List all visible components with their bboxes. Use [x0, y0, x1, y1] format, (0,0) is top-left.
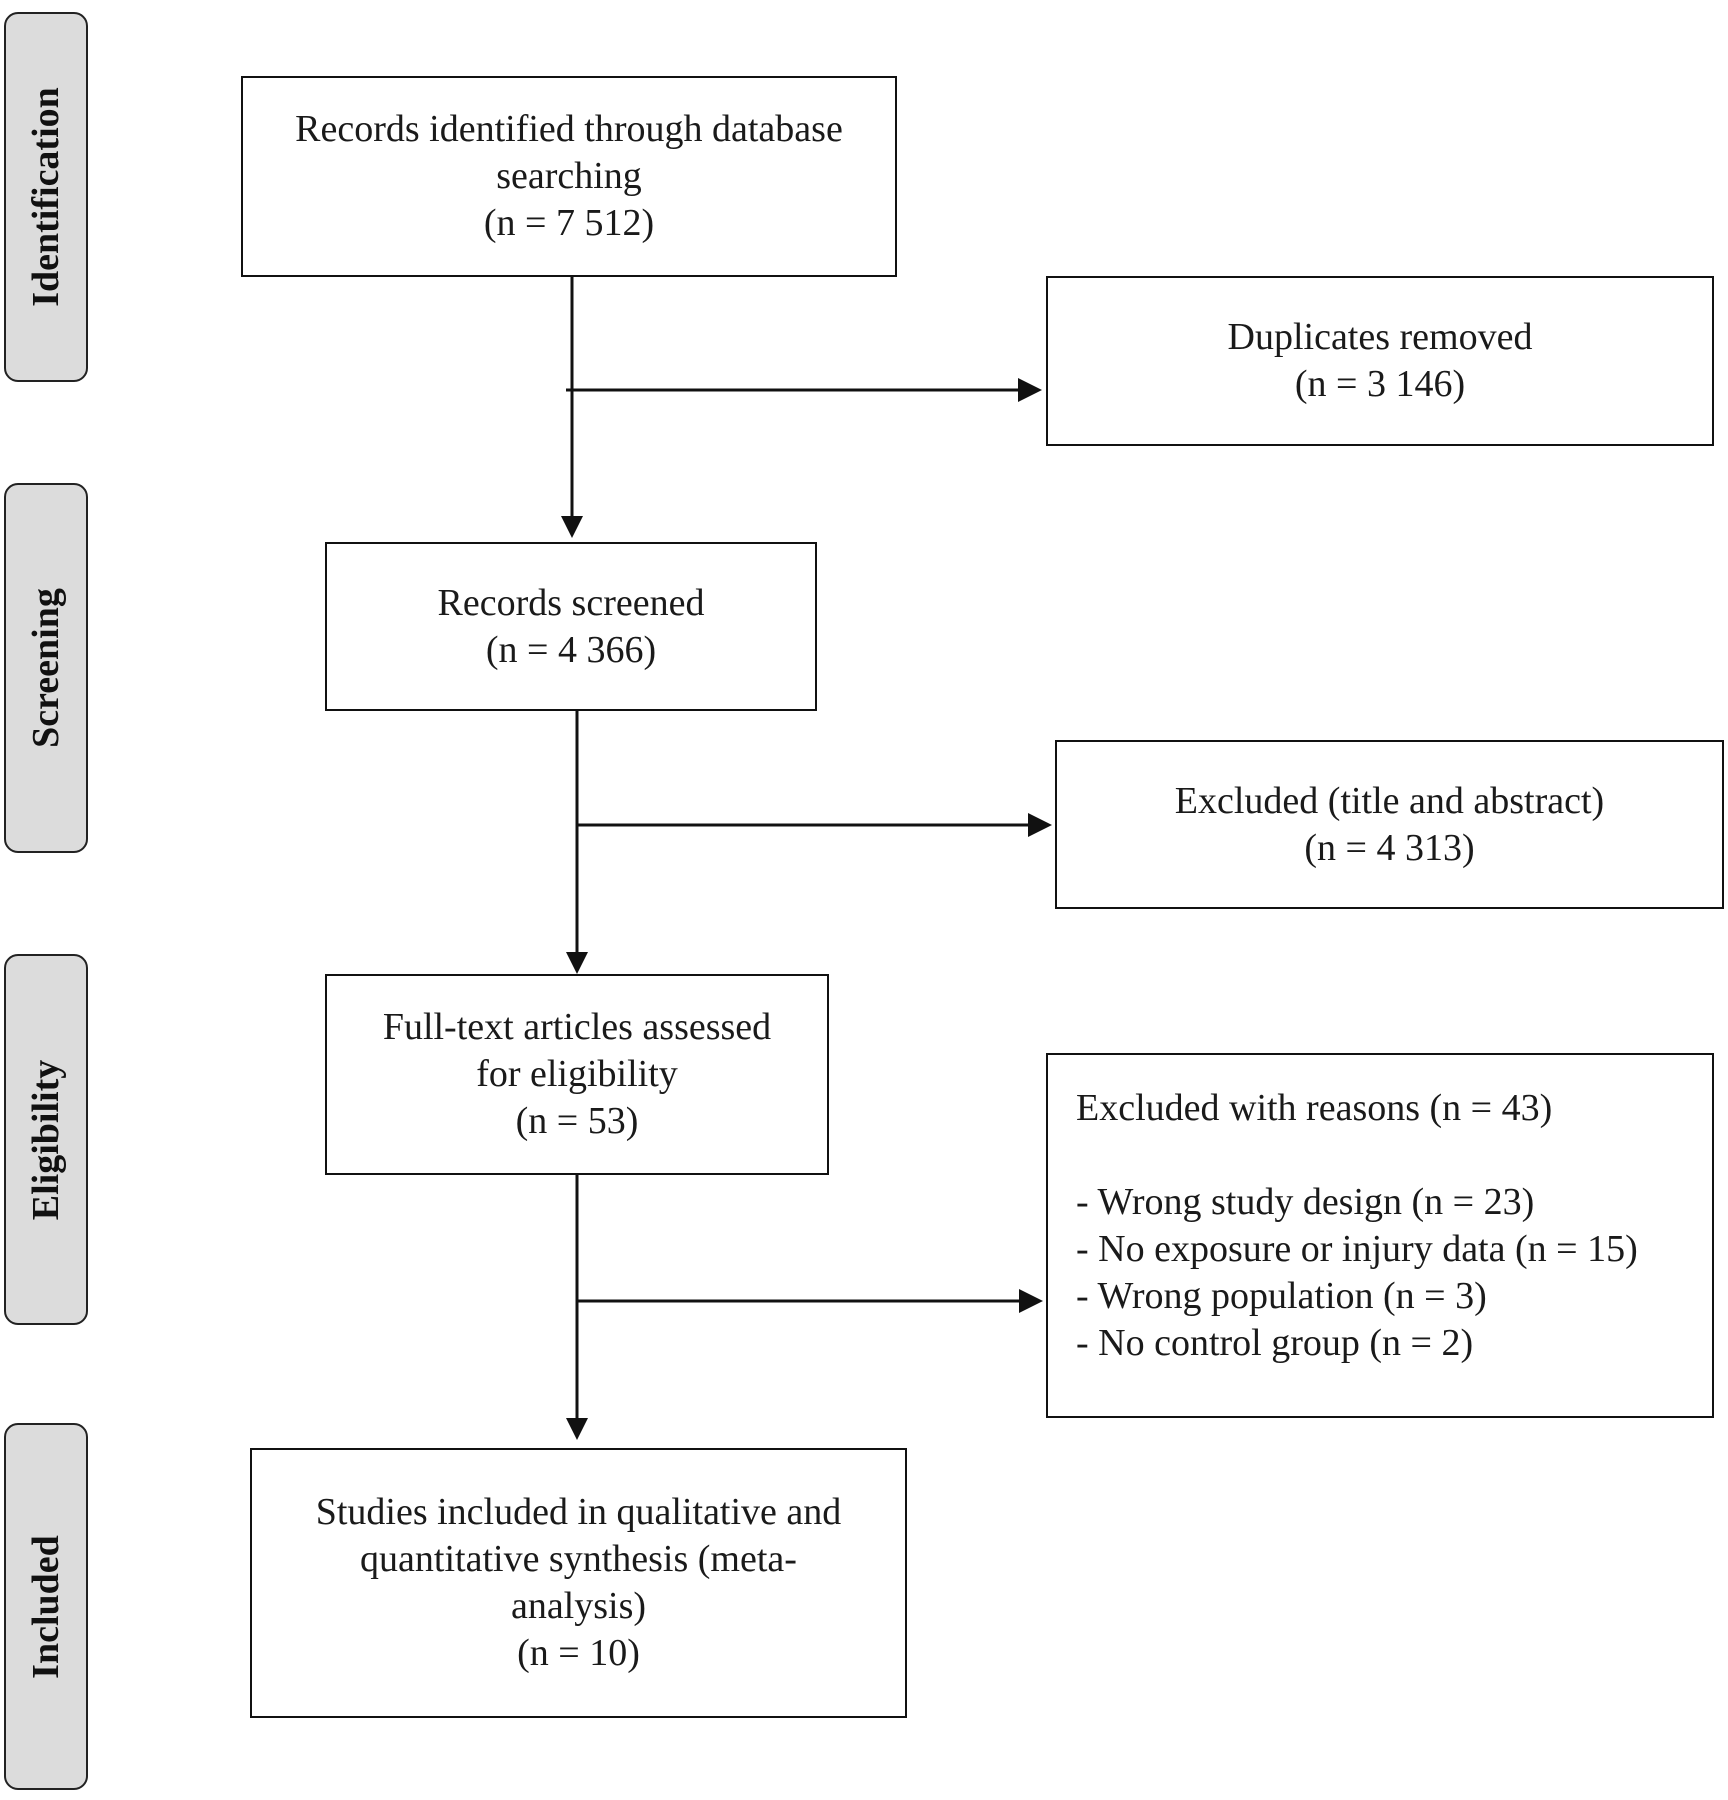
- arrowhead-screened: [561, 516, 583, 538]
- box-count: (n = 53): [515, 1100, 639, 1142]
- box-count: (n = 7 512): [483, 202, 655, 244]
- box-count: (n = 3 146): [1294, 363, 1466, 405]
- box-count: (n = 4 366): [485, 628, 657, 671]
- box-fulltext-assessed: Full-text articles assessed for eligibil…: [325, 974, 829, 1175]
- arrowhead-duplicates: [1018, 378, 1042, 402]
- exclusion-reason: - Wrong study design (n = 23): [1076, 1181, 1535, 1223]
- arrowhead-excluded-title: [1028, 813, 1052, 837]
- box-duplicates-removed: Duplicates removed (n = 3 146): [1046, 276, 1714, 446]
- box-text-line: searching: [496, 155, 642, 197]
- arrowhead-excluded-reasons: [1019, 1289, 1043, 1313]
- excluded-reasons-heading: Excluded with reasons (n = 43): [1076, 1087, 1553, 1129]
- exclusion-reason: - No control group (n = 2): [1076, 1322, 1474, 1364]
- stage-tab-identification: Identification: [4, 12, 88, 382]
- box-text-line: Records screened: [437, 581, 705, 624]
- box-studies-included: Studies included in qualitative and quan…: [250, 1448, 907, 1718]
- box-text-line: Studies included in qualitative and: [315, 1491, 842, 1533]
- box-text-line: Excluded (title and abstract): [1174, 779, 1605, 822]
- stage-tab-eligibility: Eligibility: [4, 954, 88, 1325]
- box-count: (n = 10): [517, 1632, 640, 1674]
- box-text-line: Records identified through database: [295, 108, 843, 150]
- exclusion-reason: - No exposure or injury data (n = 15): [1076, 1228, 1638, 1270]
- box-text-line: Duplicates removed: [1227, 316, 1533, 358]
- box-text-line: for eligibility: [476, 1053, 678, 1095]
- exclusion-reason: - Wrong population (n = 3): [1076, 1275, 1487, 1317]
- box-records-identified: Records identified through database sear…: [241, 76, 897, 277]
- box-text-line: quantitative synthesis (meta-: [360, 1538, 797, 1580]
- box-text-line: analysis): [510, 1585, 647, 1627]
- stage-tab-included: Included: [4, 1423, 88, 1790]
- arrowhead-fulltext: [566, 952, 588, 974]
- box-excluded-reasons: Excluded with reasons (n = 43) - Wrong s…: [1046, 1053, 1714, 1418]
- stage-tab-screening: Screening: [4, 483, 88, 853]
- box-text-line: Full-text articles assessed: [382, 1006, 772, 1048]
- box-count: (n = 4 313): [1304, 826, 1475, 869]
- arrowhead-included: [566, 1418, 588, 1440]
- box-excluded-title-abstract: Excluded (title and abstract) (n = 4 313…: [1055, 740, 1724, 909]
- box-records-screened: Records screened (n = 4 366): [325, 542, 817, 711]
